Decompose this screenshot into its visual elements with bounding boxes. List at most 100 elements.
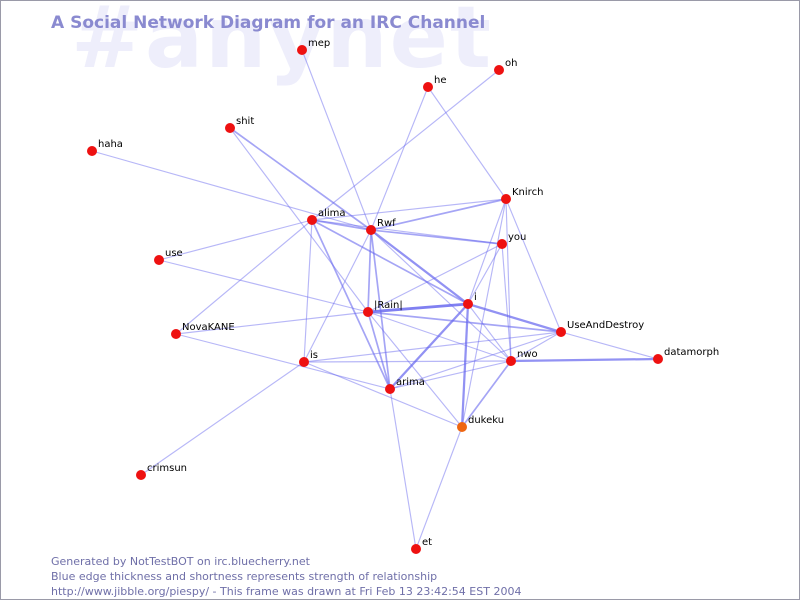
- edge-useanddestroy-nwo: [510, 331, 562, 362]
- edge-you-nwo: [501, 243, 512, 362]
- footer-legend-note: Blue edge thickness and shortness repres…: [51, 570, 438, 583]
- edge-rain-dukeku: [367, 311, 463, 428]
- edge-use-rain: [158, 259, 369, 313]
- edge-i-arima: [388, 302, 470, 391]
- node-label: datamorph: [664, 347, 719, 358]
- footer: Generated by NotTestBOT on irc.bluecherr…: [51, 554, 521, 599]
- node-label: you: [508, 232, 526, 243]
- edge-nwo-dukeku: [461, 360, 512, 428]
- node-label: Knirch: [512, 187, 543, 198]
- edge-alima-is: [303, 219, 313, 363]
- node-nwo: nwo: [506, 349, 538, 366]
- node-label: et: [422, 537, 432, 548]
- node-useanddestroy: UseAndDestroy: [556, 320, 644, 337]
- edge-alima-arima: [311, 219, 391, 390]
- node-dot: [556, 327, 566, 337]
- node-dot: [463, 299, 473, 309]
- node-novakane: NovaKANE: [171, 322, 235, 339]
- node-he: he: [423, 75, 447, 92]
- node-label: use: [165, 248, 183, 259]
- edge-he-knirch: [427, 86, 507, 200]
- node-dot: [501, 194, 511, 204]
- node-i: i: [463, 292, 477, 309]
- edge-layer: [91, 49, 660, 550]
- edge-i-useanddestroy: [466, 302, 563, 334]
- edge-rwf-is: [303, 229, 372, 363]
- node-et: et: [411, 537, 432, 554]
- node-rwf: Rwf: [366, 218, 396, 235]
- edge-knirch-alima: [311, 198, 507, 221]
- footer-generated-by: Generated by NotTestBOT on irc.bluecherr…: [51, 555, 310, 568]
- node-dot: [494, 65, 504, 75]
- node-label: is: [310, 350, 318, 361]
- edge-useanddestroy-is: [303, 331, 562, 363]
- edge-shit-rain: [229, 127, 369, 313]
- node-dot: [457, 422, 467, 432]
- edge-useanddestroy-datamorph: [560, 331, 659, 360]
- edge-rwf-nwo: [370, 229, 512, 362]
- edge-rain-useanddestroy: [367, 311, 562, 333]
- edge-haha-rwf: [91, 150, 372, 231]
- footer-timestamp: http://www.jibble.org/piespy/ - This fra…: [51, 585, 522, 598]
- edge-dukeku-et: [415, 426, 463, 550]
- edge-rain-novakane: [175, 311, 369, 335]
- node-label: oh: [505, 58, 517, 69]
- diagram-title: A Social Network Diagram for an IRC Chan…: [51, 13, 486, 33]
- node-label: crimsun: [147, 463, 187, 474]
- node-label: Rwf: [377, 218, 396, 229]
- edge-alima-i: [311, 219, 469, 305]
- node-dot: [225, 123, 235, 133]
- edge-rain-arima: [367, 311, 391, 390]
- node-dot: [385, 384, 395, 394]
- node-arima: arima: [385, 377, 425, 394]
- edge-nwo-arima: [389, 360, 512, 390]
- edge-i-nwo: [467, 303, 512, 362]
- edge-mep-rwf: [301, 49, 372, 231]
- node-dukeku: dukeku: [457, 415, 504, 432]
- node-dot: [307, 215, 317, 225]
- node-label: haha: [98, 139, 123, 150]
- node-label: mep: [308, 38, 330, 49]
- edge-knirch-i: [467, 198, 507, 305]
- edge-knirch-dukeku: [461, 198, 507, 428]
- node-haha: haha: [87, 139, 123, 156]
- node-dot: [136, 470, 146, 480]
- node-rain: |Rain|: [363, 300, 403, 317]
- edge-is-crimsun: [140, 361, 305, 476]
- edge-rwf-arima: [370, 229, 391, 390]
- edge-rain-i: [366, 302, 470, 314]
- edge-is-nwo: [303, 360, 512, 363]
- node-label: shit: [236, 116, 254, 127]
- node-label: nwo: [517, 349, 538, 360]
- edge-shit-rwf: [229, 127, 372, 231]
- edge-arima-et: [389, 388, 417, 550]
- node-dot: [411, 544, 421, 554]
- edge-alima-novakane: [175, 219, 313, 335]
- edge-useanddestroy-arima: [389, 331, 562, 390]
- node-dot: [366, 225, 376, 235]
- node-you: you: [497, 232, 526, 249]
- node-dot: [154, 255, 164, 265]
- node-dot: [497, 239, 507, 249]
- node-dot: [363, 307, 373, 317]
- node-shit: shit: [225, 116, 254, 133]
- edge-rwf-i: [369, 228, 470, 306]
- node-alima: alima: [307, 208, 346, 225]
- edge-rwf-rain: [367, 229, 372, 313]
- node-crimsun: crimsun: [136, 463, 187, 480]
- edge-is-dukeku: [303, 361, 463, 428]
- node-label: |Rain|: [374, 300, 403, 311]
- edge-knirch-rwf: [370, 198, 507, 231]
- node-dot: [87, 146, 97, 156]
- edge-knirch-nwo: [505, 198, 512, 362]
- channel-watermark: #anynet: [71, 0, 494, 88]
- node-label: dukeku: [468, 415, 504, 426]
- node-label: NovaKANE: [182, 322, 235, 333]
- node-is: is: [299, 350, 318, 367]
- node-dot: [171, 329, 181, 339]
- node-mep: mep: [297, 38, 330, 55]
- node-dot: [423, 82, 433, 92]
